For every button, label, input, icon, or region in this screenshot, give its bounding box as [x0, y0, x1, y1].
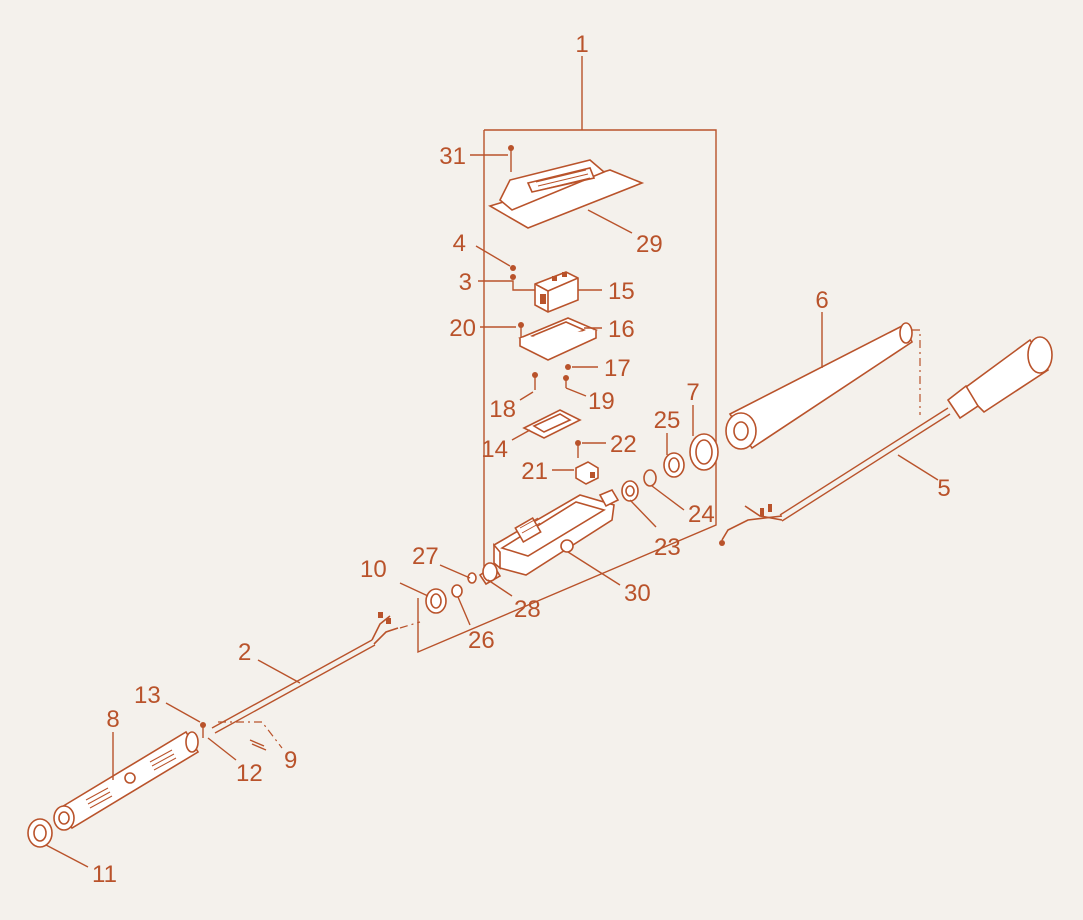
frame-16-part [518, 317, 598, 361]
ring-25-part [663, 452, 685, 478]
callout-27-leader [439, 564, 471, 579]
callout-26: 26 [468, 627, 495, 654]
callout-31: 31 [439, 143, 466, 170]
pin-9-part [249, 739, 267, 751]
gasket-14-part [522, 409, 582, 439]
screw-20-part [518, 322, 524, 338]
callout-19: 19 [588, 388, 615, 415]
cable-2-part [211, 612, 421, 734]
housing-part [478, 488, 620, 586]
screw-22-part [575, 440, 581, 458]
callout-14-leader [511, 429, 531, 441]
callout-20: 20 [449, 315, 476, 342]
part-26 [451, 584, 463, 598]
callout-4: 4 [453, 230, 466, 257]
callout-24-leader [651, 485, 685, 511]
callout-21: 21 [521, 458, 548, 485]
callout-29-leader [587, 209, 633, 234]
callout-30-leader [567, 551, 621, 586]
callout-12: 12 [236, 760, 263, 787]
callout-23: 23 [654, 534, 681, 561]
callout-25: 25 [654, 407, 681, 434]
handle-grip-6-part [725, 322, 914, 450]
callout-2-leader [257, 659, 301, 684]
callout-28: 28 [514, 596, 541, 623]
callout-13-leader [165, 702, 201, 723]
switch-15-part [534, 271, 579, 313]
callout-7: 7 [686, 379, 699, 406]
screw-19-part [563, 375, 569, 388]
callout-4-leader [475, 245, 511, 267]
ring-24-part [643, 469, 657, 487]
cap-11-inner [33, 824, 47, 842]
nut-4-part [510, 265, 516, 271]
callout-9: 9 [284, 747, 297, 774]
part-27 [467, 572, 477, 584]
part-28 [482, 562, 498, 582]
ring-23-part [621, 480, 639, 502]
callout-22: 22 [610, 431, 637, 458]
callout-26-leader [457, 596, 471, 626]
callout-23-leader [629, 499, 657, 528]
callout-3: 3 [459, 269, 472, 296]
cap-11-part [27, 818, 53, 848]
centerline-6-5 [912, 329, 921, 415]
screw-18-part [532, 372, 538, 390]
callout-11: 11 [92, 861, 117, 888]
callout-14: 14 [481, 436, 508, 463]
callout-13: 13 [134, 682, 161, 709]
ring-10-part [425, 588, 447, 614]
top-cover-part [487, 159, 645, 229]
washer-17-part [565, 364, 571, 370]
plug-5-part [719, 336, 1053, 546]
assembly-1-bracket [417, 129, 717, 654]
callout-12-leader [207, 737, 237, 761]
ring-25-inner [668, 457, 680, 473]
callout-19-leader [565, 387, 587, 397]
callout-18-leader [519, 391, 534, 401]
callout-1: 1 [575, 31, 588, 58]
sleeve-7-inner [695, 439, 713, 465]
ring-10-inner [430, 593, 442, 609]
callout-9-leader [218, 721, 283, 749]
callout-30: 30 [624, 580, 651, 607]
callout-18: 18 [489, 396, 516, 423]
callout-15: 15 [608, 278, 635, 305]
screw-13-part [200, 722, 206, 738]
callout-3-leader [478, 280, 535, 291]
sleeve-7-part [689, 433, 719, 471]
callout-16: 16 [608, 316, 635, 343]
screw-31-part [508, 145, 514, 172]
callout-8: 8 [106, 706, 119, 733]
callout-5-leader [897, 454, 939, 481]
callout-2: 2 [238, 639, 251, 666]
callout-10-leader [399, 582, 429, 597]
clamp-21-part [575, 461, 599, 485]
callout-27: 27 [412, 543, 439, 570]
callout-24: 24 [688, 501, 715, 528]
handle-tube-8-part [53, 730, 200, 831]
nut-3-part [510, 274, 516, 280]
ring-23-inner [625, 485, 635, 497]
callout-10: 10 [360, 556, 387, 583]
callout-17: 17 [604, 355, 631, 382]
callout-6: 6 [815, 287, 828, 314]
callout-11-leader [45, 844, 89, 868]
callout-28-leader [487, 579, 513, 597]
callout-5: 5 [937, 475, 950, 502]
callout-29: 29 [636, 231, 663, 258]
